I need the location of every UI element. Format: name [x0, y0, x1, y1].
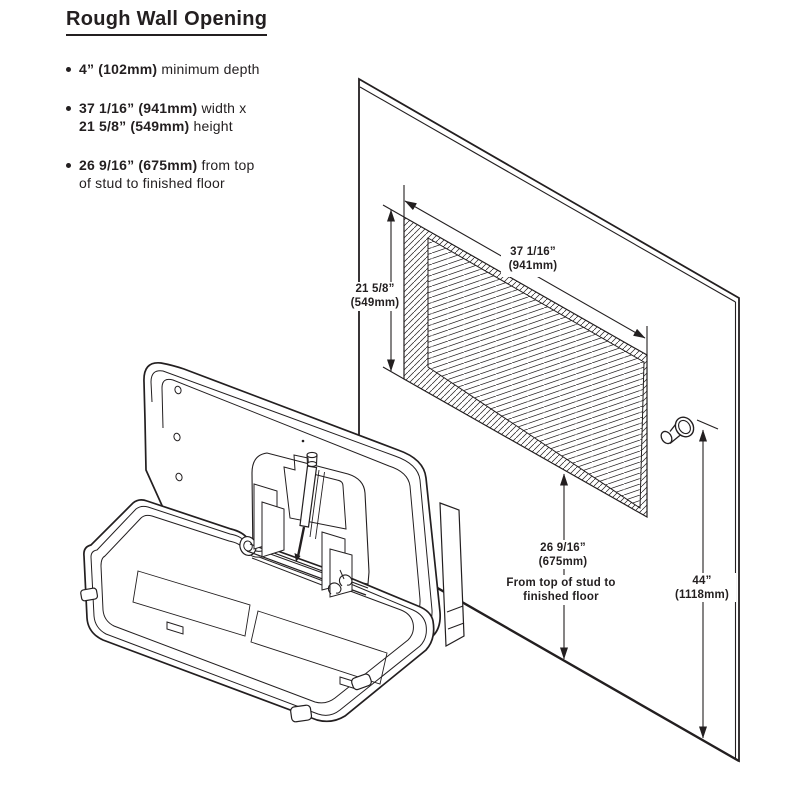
spec-text-column: Rough Wall Opening 4” (102mm) minimum de…: [66, 8, 306, 213]
spring-coil-2: [338, 574, 353, 587]
station-feet: [80, 587, 372, 723]
stud-label-in: 26 9/16”: [540, 542, 586, 554]
stud-note-bg: [502, 575, 622, 605]
foot-left-bumper: [80, 587, 99, 602]
height-label-mm: (549mm): [351, 297, 400, 309]
strut-slot-line-1: [309, 469, 320, 538]
rivet-dot-1: [301, 439, 305, 443]
strut-cylinder: [299, 465, 318, 528]
spec-stud-label: from top: [197, 157, 255, 173]
width-dimension: 37 1/16” (941mm): [403, 185, 648, 356]
wall-peg: [660, 416, 695, 445]
height-label-in: 21 5/8”: [355, 283, 394, 295]
strut-rod-end: [294, 553, 301, 562]
page-title: Rough Wall Opening: [66, 8, 268, 36]
spec-depth-label: minimum depth: [157, 61, 260, 77]
height-label-bg: [346, 282, 403, 311]
spec-depth: 4” (102mm) minimum depth: [66, 60, 306, 78]
tray-inner-rim: [90, 505, 427, 716]
strut-clevis-top: [306, 451, 318, 459]
spec-stud-value: 26 9/16” (675mm): [79, 157, 198, 173]
peg-stem-bottom: [669, 433, 682, 445]
screw-hole-2: [173, 432, 181, 442]
width-label-bg: [501, 243, 565, 277]
peg-flange-inner: [678, 419, 691, 435]
strut-rod: [296, 526, 306, 560]
height-extension-bottom: [382, 366, 405, 380]
tray-bed-recess-left: [132, 570, 251, 637]
floor-height-dimension: 44” (1118mm): [669, 419, 736, 739]
spec-list: 4” (102mm) minimum depth 37 1/16” (941mm…: [66, 60, 306, 192]
wall-top-thickness-line: [359, 86, 736, 303]
height-dimension: 21 5/8” (549mm): [346, 204, 405, 380]
hinge-springs: [327, 569, 353, 595]
spec-width-height: 37 1/16” (941mm) width x 21 5/8” (549mm)…: [66, 99, 306, 135]
bracket-left-front: [261, 501, 285, 558]
spec-stud-label2: of stud to finished floor: [79, 175, 225, 191]
floor-label-mm: (1118mm): [675, 589, 729, 601]
width-label-in: 37 1/16”: [510, 246, 556, 258]
strut-slot-line-2: [315, 471, 325, 540]
changing-station: [80, 362, 465, 723]
tray-bed-lip: [100, 514, 414, 704]
gas-strut: [294, 451, 318, 562]
strap-slot-left: [166, 621, 184, 635]
spec-width-value: 37 1/16” (941mm): [79, 100, 198, 116]
stud-height-dimension: 26 9/16” (675mm) From top of stud to fin…: [502, 473, 622, 660]
stud-label-mm: (675mm): [539, 556, 588, 568]
floor-extension-top: [696, 419, 719, 430]
floor-label-in: 44”: [692, 575, 711, 587]
tray-outer-rim: [83, 499, 435, 723]
mount-panel-inner: [283, 454, 347, 530]
mounting-brackets: [253, 483, 353, 598]
station-tray: [83, 499, 435, 723]
recess-side-notch-1: [446, 605, 464, 613]
spec-height-label: height: [189, 118, 233, 134]
spec-width-label: width x: [197, 100, 247, 116]
foot-front: [290, 704, 313, 723]
recess-side-face: [439, 502, 465, 647]
spec-height-value: 21 5/8” (549mm): [79, 118, 190, 134]
spec-stud-height: 26 9/16” (675mm) from top of stud to fin…: [66, 156, 306, 192]
foot-right: [351, 673, 372, 691]
station-recess-side: [439, 502, 465, 647]
floor-label-bg: [669, 573, 736, 602]
width-label-mm: (941mm): [509, 260, 558, 272]
stud-note-line1: From top of stud to: [506, 577, 615, 589]
recess-side-notch-2: [447, 622, 465, 630]
spring-wire: [339, 569, 345, 580]
stud-label-bg: [530, 540, 597, 569]
screw-hole-3: [175, 472, 183, 482]
spec-depth-value: 4” (102mm): [79, 61, 158, 77]
spring-coil-1: [327, 582, 342, 595]
tray-bed-recess-right: [250, 610, 388, 685]
stud-note-line2: finished floor: [523, 591, 599, 603]
screw-hole-1: [174, 385, 182, 395]
